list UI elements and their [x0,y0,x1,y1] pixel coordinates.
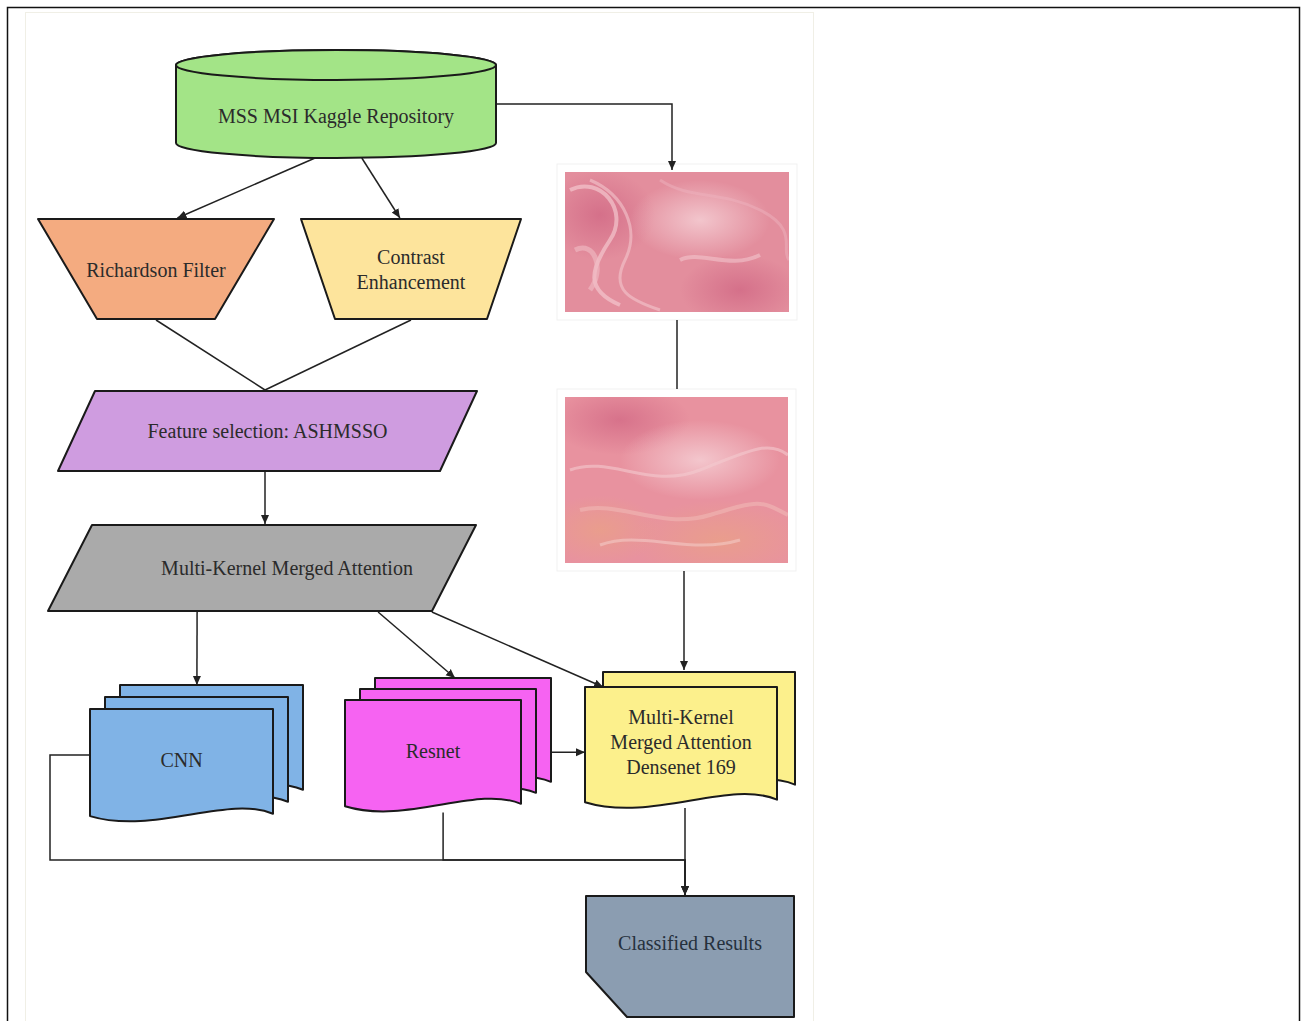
flow-line [676,320,678,389]
connector-arrow [432,612,603,687]
filter-trapezoid: Contrast Enhancement [300,218,522,320]
node-label: MSS MSI Kaggle Repository [218,104,454,129]
connector-arrow [362,158,400,218]
filter-trapezoid: Richardson Filter [37,218,275,320]
connector-arrow [378,612,455,678]
connector-arrow [177,158,315,218]
text-area: Classified Results [595,921,785,965]
figure-panel [26,13,814,1021]
database-cylinder-outline [175,50,497,158]
node-label: Contrast Enhancement [324,245,498,295]
connector-arrow [196,612,198,685]
node-label: Multi-Kernel Merged Attention [161,556,413,581]
connector-arrow [156,320,265,390]
text-area: Multi-Kernel Merged Attention Densenet 1… [599,693,763,792]
process-parallelogram: Feature selection: ASHMSSO [57,390,478,472]
process-parallelogram: Multi-Kernel Merged Attention [47,524,477,612]
connector-arrow [264,472,266,524]
output-box: Classified Results [585,895,795,1018]
histology-image [545,164,800,325]
node-label: CNN [160,748,202,773]
output-box-outline [585,895,795,1018]
connector-arrow [443,812,685,895]
text-area: Richardson Filter [85,228,227,312]
model-document-stack: Multi-Kernel Merged Attention Densenet 1… [585,672,795,815]
flow-line [497,104,672,170]
model-document-stack: Resnet [345,678,551,818]
connector-arrow [265,320,411,390]
text-area: Resnet [359,706,507,797]
database-cylinder: MSS MSI Kaggle Repository [175,50,497,158]
histology-image [540,385,810,580]
text-area: Multi-Kernel Merged Attention [127,532,447,604]
text-area: MSS MSI Kaggle Repository [185,82,487,150]
filter-trapezoid-outline [300,218,522,320]
node-label: Feature selection: ASHMSSO [148,419,388,444]
page-frame [8,8,1300,1021]
text-area: Feature selection: ASHMSSO [102,398,433,464]
connector-arrow [684,808,686,895]
flow-line [683,571,685,670]
text-area: CNN [104,715,259,807]
model-document-stack: CNN [90,685,303,828]
node-label: Multi-Kernel Merged Attention Densenet 1… [599,705,763,780]
node-label: Richardson Filter [86,258,225,283]
node-label: Classified Results [618,931,762,956]
node-label: Resnet [406,739,460,764]
text-area: Contrast Enhancement [324,228,498,312]
